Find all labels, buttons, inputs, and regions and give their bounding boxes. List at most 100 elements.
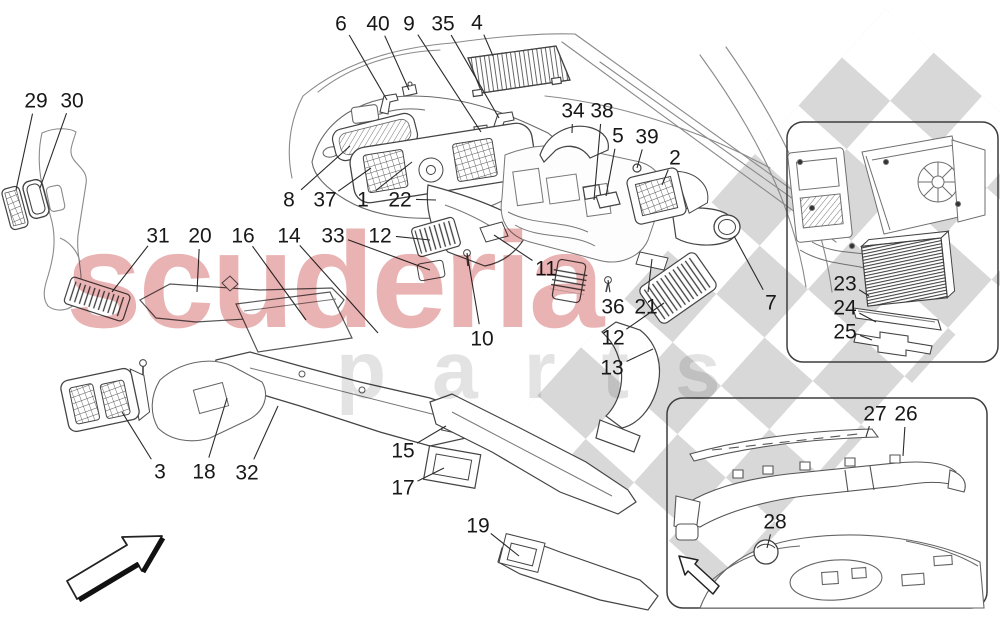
leader-line: [416, 199, 436, 200]
part19-sill-duct: [498, 534, 658, 610]
accordion-hose-12b: [638, 250, 719, 325]
part-label-29: 29: [24, 90, 47, 113]
leader-line: [662, 170, 668, 185]
hvac-unit: [501, 145, 663, 262]
leader-line: [40, 113, 67, 188]
leader-line: [627, 349, 653, 361]
leader-line: [866, 426, 869, 437]
part3-vent: [59, 365, 152, 435]
leader-line: [494, 235, 532, 260]
leader-line: [626, 303, 664, 329]
leader-line: [859, 313, 876, 322]
part33-latch: [417, 260, 446, 281]
leader-line: [301, 146, 350, 190]
part-label-12: 12: [368, 225, 391, 248]
leader-line: [209, 398, 227, 458]
leader-line: [348, 240, 430, 270]
engine-bay-sketch: [787, 136, 985, 278]
leader-line: [253, 246, 306, 320]
leader-line: [451, 35, 499, 118]
part15-rear-duct: [430, 394, 636, 514]
leader-line: [197, 249, 199, 292]
part29-vent: [1, 185, 29, 230]
leader-line: [376, 162, 412, 191]
engine-bay-inset: [787, 122, 998, 362]
part-label-14: 14: [277, 225, 301, 248]
part-label-25: 25: [833, 321, 856, 344]
b-pillar: [39, 129, 86, 310]
leader-line: [648, 259, 652, 292]
part27-trim-strip: [690, 429, 878, 461]
part23-cabin-filter: [861, 231, 955, 306]
part-label-37: 37: [313, 189, 336, 212]
dashboard-inset: [667, 398, 987, 608]
part31-ribbed-hose: [63, 276, 131, 322]
leader-line: [122, 412, 151, 459]
part1-center-vents: [348, 121, 538, 205]
part-label-12-2: 12: [601, 327, 624, 350]
part-label-24: 24: [833, 297, 857, 320]
part17-outlet: [424, 446, 481, 489]
leader-line: [300, 245, 378, 333]
part-label-20: 20: [188, 225, 211, 248]
leader-line: [418, 468, 444, 481]
part-label-10: 10: [470, 328, 493, 351]
part-label-4: 4: [471, 12, 483, 35]
part-label-11: 11: [535, 258, 557, 281]
part13-pillar-duct: [596, 322, 659, 452]
part-label-17: 17: [391, 477, 414, 500]
part-label-39: 39: [635, 126, 658, 149]
part-label-8: 8: [283, 189, 295, 212]
part-label-23: 23: [833, 273, 856, 296]
part-label-19: 19: [466, 515, 489, 538]
leader-line: [338, 168, 371, 191]
part28-cap: [754, 540, 778, 564]
leader-line: [860, 335, 872, 340]
part28-dashboard: [700, 535, 984, 608]
part24-filter-strip: [853, 308, 941, 330]
direction-arrow-main: [67, 536, 163, 600]
leader-line: [903, 427, 905, 456]
part-label-35: 35: [431, 13, 454, 36]
accordion-hose-12a: [411, 217, 462, 258]
part-label-36: 36: [601, 296, 624, 319]
leader-line: [418, 35, 481, 132]
bracket-5: [596, 192, 620, 208]
part-label-28: 28: [763, 511, 786, 534]
part-label-33: 33: [321, 225, 344, 248]
part-label-5: 5: [612, 125, 624, 148]
direction-arrow-inset: [679, 556, 719, 594]
part-label-2: 2: [669, 147, 681, 170]
part-label-31: 31: [146, 225, 169, 248]
part-label-34: 34: [561, 100, 585, 123]
part34-arch-duct: [540, 126, 641, 208]
part-label-40: 40: [366, 13, 389, 36]
leader-line: [467, 253, 479, 324]
part-label-16: 16: [231, 225, 254, 248]
leader-line: [606, 149, 615, 196]
screw-36: [605, 277, 612, 292]
leader-line: [385, 36, 409, 90]
flange-11: [480, 222, 508, 242]
accordion-hose-center: [550, 258, 588, 303]
leader-line: [417, 426, 446, 443]
part-label-6: 6: [335, 13, 347, 36]
leader-line: [491, 533, 519, 556]
part-label-1: 1: [357, 189, 369, 212]
part-label-32: 32: [235, 462, 258, 485]
leader-line: [484, 35, 493, 56]
screw-left: [140, 360, 147, 376]
engine-bay-inset-box: [787, 122, 998, 362]
leader-line: [859, 290, 869, 296]
part-label-18: 18: [192, 461, 215, 484]
leader-line: [608, 280, 610, 292]
part7-elbow-duct: [672, 208, 740, 245]
leader-line: [112, 246, 148, 292]
part30-gasket: [21, 178, 50, 220]
leader-line: [349, 35, 387, 100]
part-label-3: 3: [154, 461, 166, 484]
part-label-9: 9: [403, 13, 415, 36]
